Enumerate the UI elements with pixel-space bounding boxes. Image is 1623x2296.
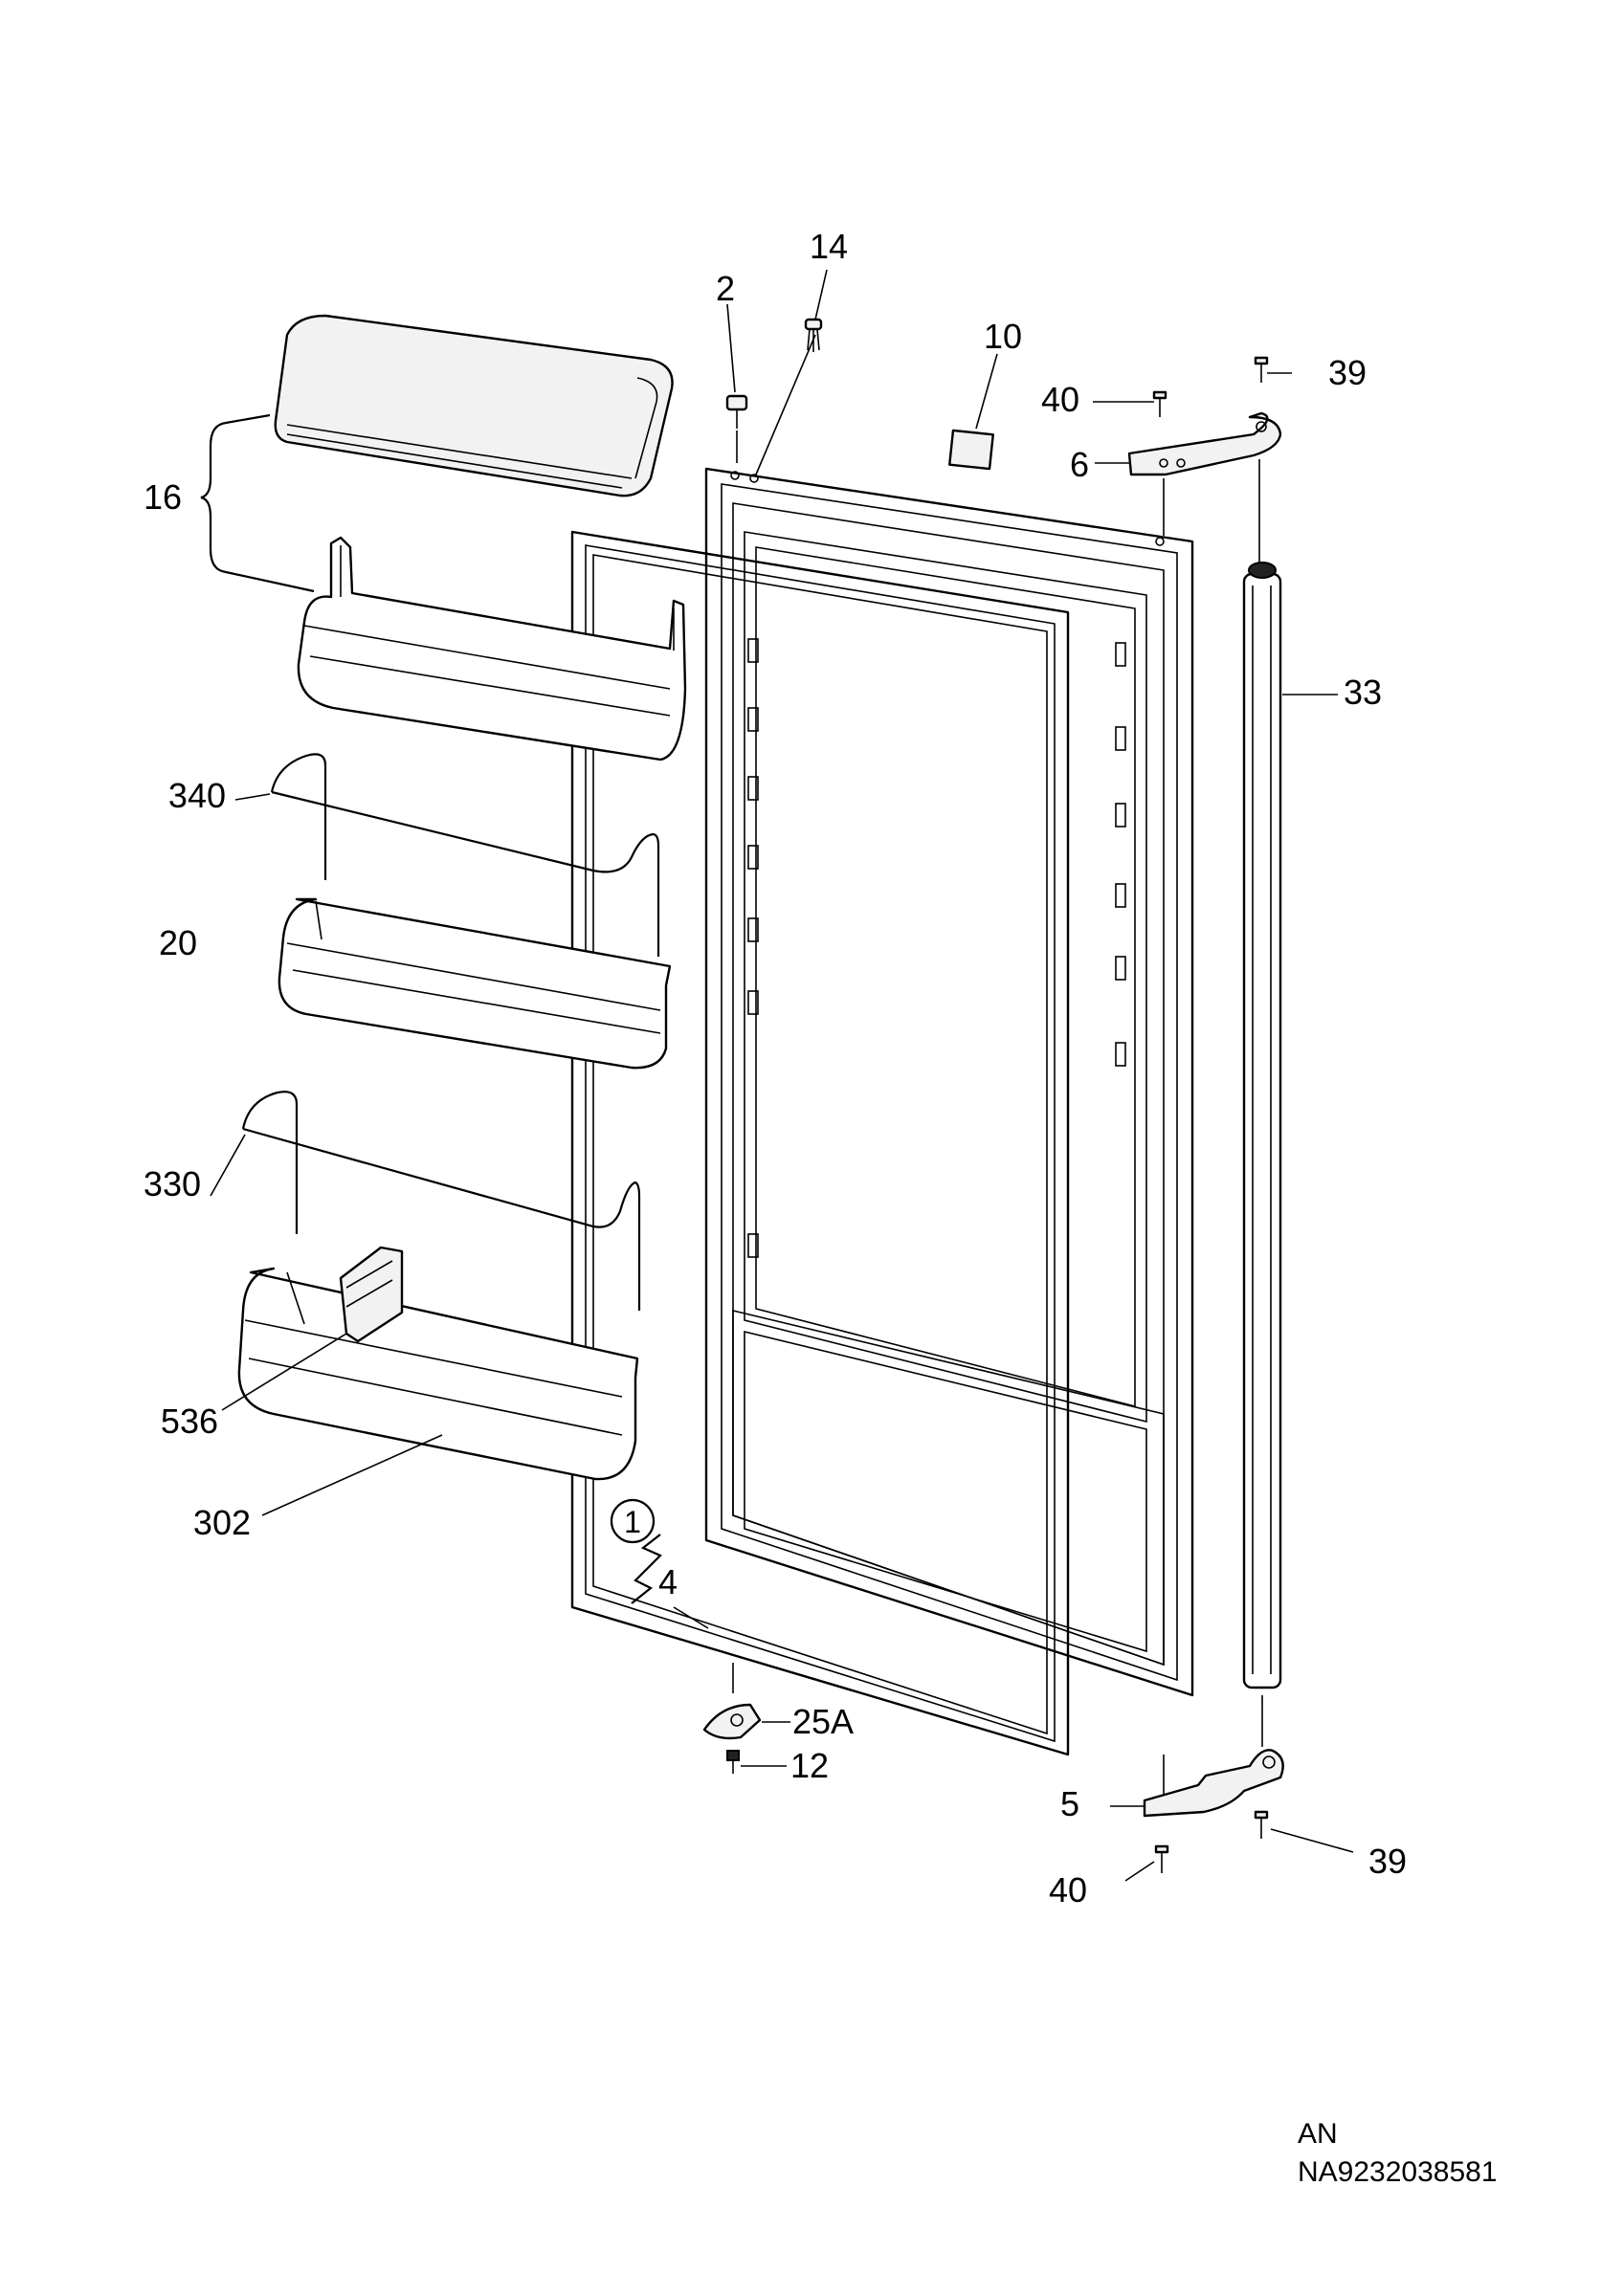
callout-2: 2 <box>716 269 735 308</box>
footer-line-2: NA9232038581 <box>1298 2156 1498 2188</box>
callout-39-bottom: 39 <box>1368 1842 1407 1881</box>
bottle-shelf-302 <box>237 1267 639 1481</box>
footer-line-1: AN <box>1298 2118 1338 2150</box>
bottom-hinge-5 <box>1143 1695 1284 1818</box>
callout-33: 33 <box>1344 673 1382 712</box>
dairy-compartment-cover <box>274 314 674 497</box>
top-hinge-6 <box>1127 411 1282 563</box>
callout-1: 1 <box>624 1505 641 1539</box>
hinge-plate-25A <box>702 1663 762 1740</box>
callout-20: 20 <box>159 923 197 962</box>
callout-536: 536 <box>161 1402 218 1441</box>
callout-5: 5 <box>1060 1784 1079 1823</box>
middle-door-shelf-20 <box>278 897 672 1070</box>
upper-door-shelf <box>297 536 687 762</box>
callout-labels: 14 2 10 39 40 6 16 33 340 20 330 536 302… <box>144 227 1407 1910</box>
retaining-bar-330 <box>241 1091 641 1311</box>
callout-25A: 25A <box>792 1702 854 1741</box>
callout-40-top: 40 <box>1041 380 1079 419</box>
callout-16: 16 <box>144 477 182 517</box>
hinge-rod-33 <box>1242 562 1282 1689</box>
drawing-reference: AN NA9232038581 <box>1298 2118 1498 2188</box>
callout-14: 14 <box>810 227 848 266</box>
door-panel <box>704 467 1194 1697</box>
screws <box>725 318 1269 1873</box>
callout-10: 10 <box>984 317 1022 356</box>
leader-lines <box>200 269 1354 1882</box>
callout-340: 340 <box>168 776 226 815</box>
callout-4: 4 <box>658 1562 678 1601</box>
callout-6: 6 <box>1070 445 1089 484</box>
callout-330: 330 <box>144 1164 201 1203</box>
callout-40-bottom: 40 <box>1049 1870 1087 1910</box>
door-gasket <box>570 530 1070 1756</box>
callout-12: 12 <box>790 1746 829 1785</box>
callout-302: 302 <box>193 1503 251 1542</box>
retaining-bar-340 <box>270 753 660 957</box>
callout-39-top: 39 <box>1328 353 1367 392</box>
